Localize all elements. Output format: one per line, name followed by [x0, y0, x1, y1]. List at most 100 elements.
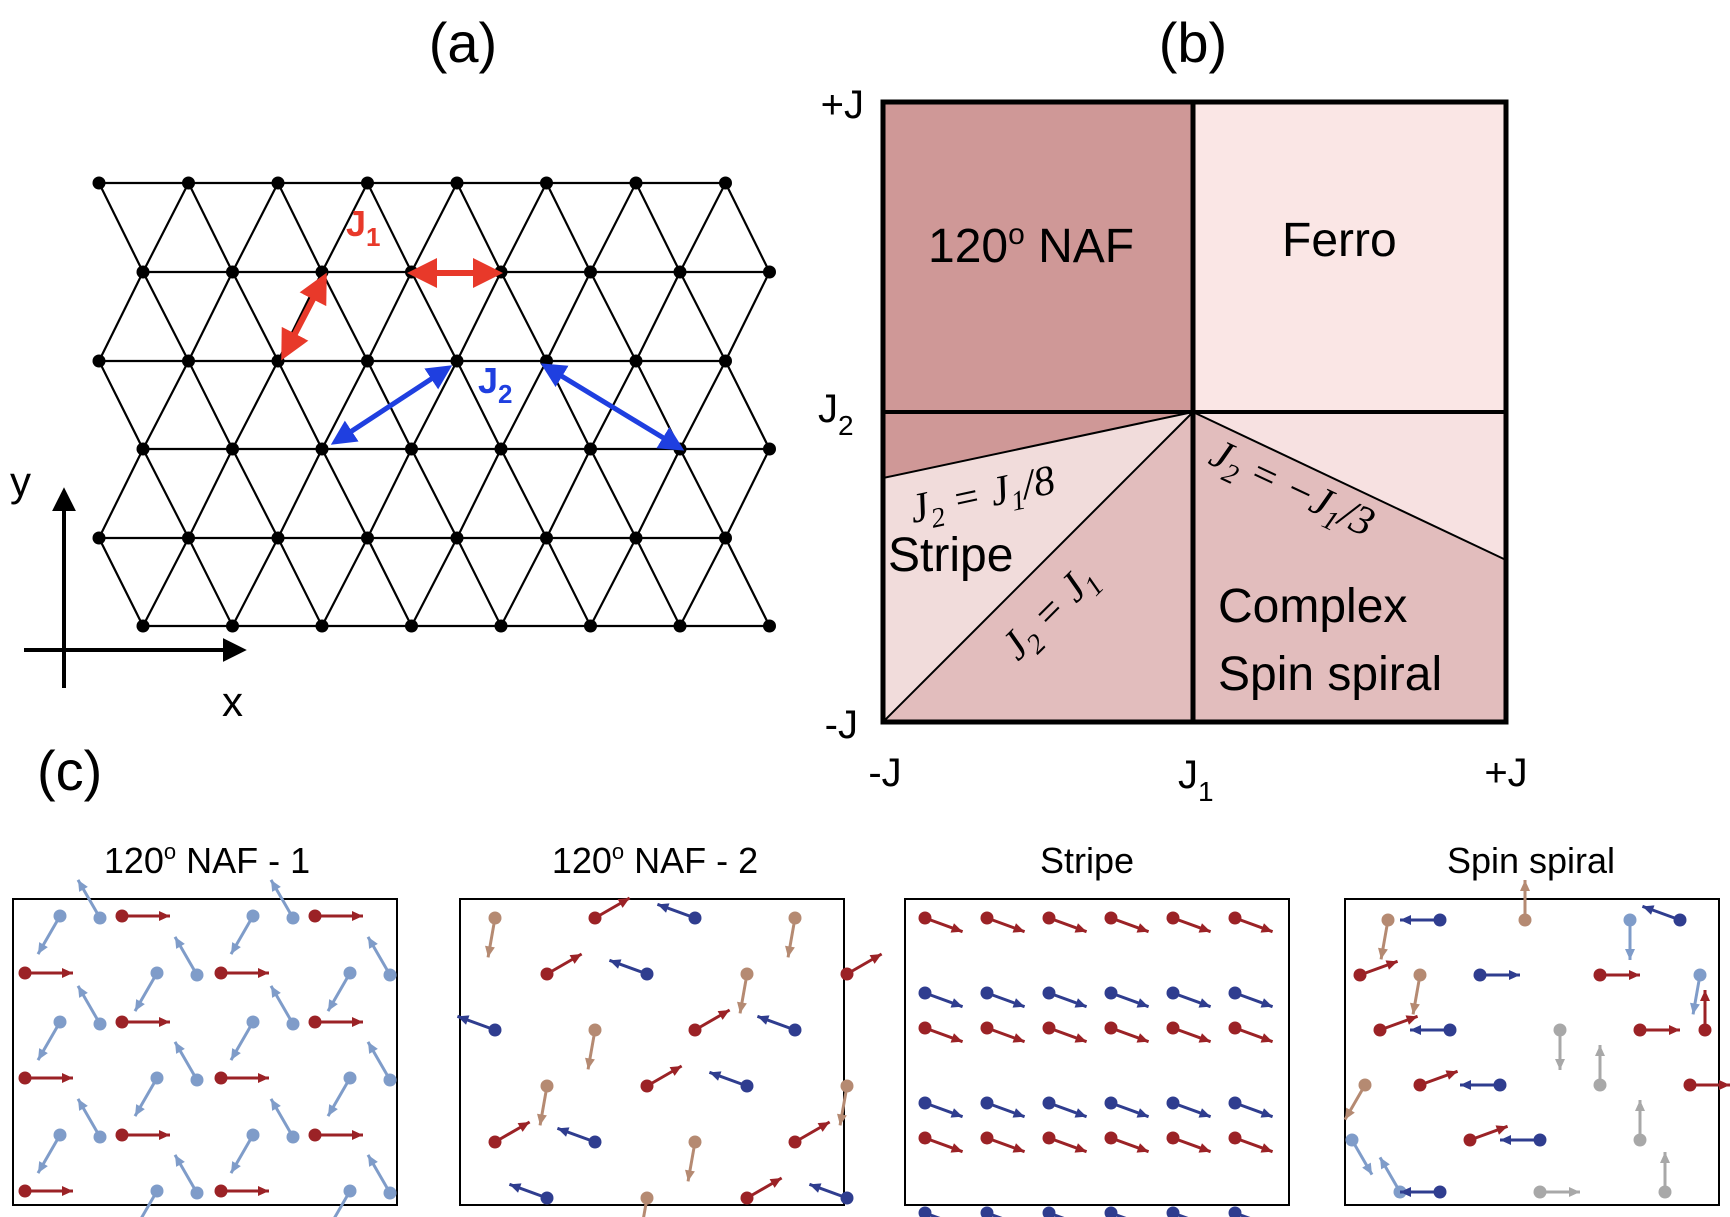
spin-arrow — [1228, 911, 1274, 934]
spin-arrow — [1460, 1078, 1507, 1092]
lattice-bond — [277, 537, 323, 627]
spin-arrow — [1553, 1023, 1567, 1070]
spin-arrow — [1463, 1124, 1509, 1147]
spin-arrow — [1633, 1023, 1680, 1037]
lattice-site — [182, 531, 195, 545]
spin-arrow — [1104, 986, 1150, 1009]
lattice-bond — [500, 537, 548, 627]
spin-arrow — [980, 1131, 1026, 1154]
lattice-bond — [500, 360, 548, 450]
lattice-site — [92, 354, 106, 368]
lattice-bond — [142, 182, 190, 273]
lattice-bond — [231, 448, 279, 539]
spin-spiral-region-label: Spin spiral — [1218, 648, 1442, 701]
spin-arrow — [1166, 911, 1212, 934]
spin-arrow — [918, 911, 964, 934]
spin-arrow — [585, 1023, 602, 1070]
spin-arrow — [1698, 990, 1712, 1037]
spin-arrow — [918, 986, 964, 1009]
panel-b-label: (b) — [1159, 11, 1227, 74]
lattice-site — [673, 619, 687, 633]
spin-arrow — [1042, 1021, 1088, 1044]
spin-arrow — [980, 1021, 1026, 1044]
lattice-site — [271, 354, 285, 368]
lattice-bond — [410, 271, 458, 362]
spin-arrow — [76, 879, 107, 925]
spin-arrow — [918, 1206, 941, 1217]
spin-arrow — [133, 1071, 164, 1117]
spin-arrow — [1104, 1021, 1150, 1044]
lattice-bond — [98, 537, 144, 627]
lattice-site — [405, 442, 418, 456]
naf-region-label: 120o NAF — [928, 218, 1134, 273]
spin-arrow — [76, 1098, 107, 1144]
spin-arrow — [1228, 986, 1274, 1009]
lattice-bond — [277, 360, 323, 450]
lattice-site — [540, 176, 553, 190]
spin-arrow — [588, 896, 631, 925]
j1-diagonal-arrow — [281, 272, 327, 361]
lattice-bond — [366, 182, 413, 273]
lattice-site — [450, 531, 464, 545]
spin-arrow — [540, 952, 583, 981]
spin-arrow — [1623, 913, 1637, 960]
spin-arrow — [980, 1096, 1026, 1119]
spin-arrow — [980, 911, 1026, 934]
lattice-site — [92, 176, 106, 190]
spin-arrow — [1166, 1021, 1212, 1044]
panel-c: (c) 120o NAF - 1 120o NAF - 2 Stripe Spi… — [12, 739, 1730, 1217]
spin-arrow — [1228, 1206, 1251, 1217]
spin-arrow — [685, 1135, 702, 1182]
panel-a-label: (a) — [429, 11, 497, 74]
x-tick-right: +J — [1484, 751, 1527, 795]
spin-arrow — [326, 966, 357, 1012]
spin-arrow — [308, 1015, 363, 1029]
triangular-lattice — [92, 176, 776, 633]
lattice-site — [673, 265, 687, 279]
spin-arrow — [1378, 913, 1395, 960]
lattice-site — [719, 176, 732, 190]
spin-arrow — [173, 936, 204, 982]
spin-arrow — [980, 986, 1026, 1009]
spin-arrow — [133, 966, 164, 1012]
spin-arrow — [1400, 1185, 1447, 1199]
phase-boundaries — [880, 99, 1509, 725]
lattice-bond — [589, 182, 637, 273]
spin-arrow — [1473, 968, 1520, 982]
lattice-bond — [589, 537, 637, 627]
spin-arrow — [36, 1128, 67, 1174]
spin-arrow — [640, 1064, 683, 1093]
spin-arrow — [1633, 1100, 1647, 1147]
spin-arrow — [918, 1021, 964, 1044]
spin-arrow — [488, 1120, 531, 1149]
spin-arrow — [1500, 1133, 1547, 1147]
lattice-bond — [410, 537, 458, 627]
lattice-site — [92, 531, 106, 545]
spin-arrow — [1042, 911, 1088, 934]
lattice-bond — [456, 360, 502, 450]
lattice-bond — [142, 360, 190, 450]
lattice-bond — [187, 271, 234, 362]
lattice-site — [361, 354, 374, 368]
lattice-bond — [456, 537, 502, 627]
spin-arrow — [1410, 1023, 1457, 1037]
lattice-site — [361, 176, 374, 190]
spin-arrow — [537, 1079, 554, 1126]
lattice-site — [226, 265, 239, 279]
spin-arrow — [837, 1079, 854, 1126]
lattice-bond — [187, 537, 234, 627]
y-tick-bottom: -J — [825, 703, 858, 747]
lattice-site — [494, 442, 508, 456]
spin-arrow — [688, 1008, 731, 1037]
y-tick-mid: J2 — [818, 387, 854, 441]
spin-arrow — [1166, 1206, 1189, 1217]
spin-arrow — [1658, 1152, 1672, 1199]
region-ferro — [1193, 102, 1506, 412]
lattice-site — [182, 176, 195, 190]
spin-arrow — [980, 1206, 1003, 1217]
lattice-site — [763, 442, 776, 456]
lattice-site — [136, 619, 150, 633]
lattice-site — [182, 354, 195, 368]
lattice-bond — [187, 448, 234, 539]
lattice-bond — [98, 448, 144, 539]
